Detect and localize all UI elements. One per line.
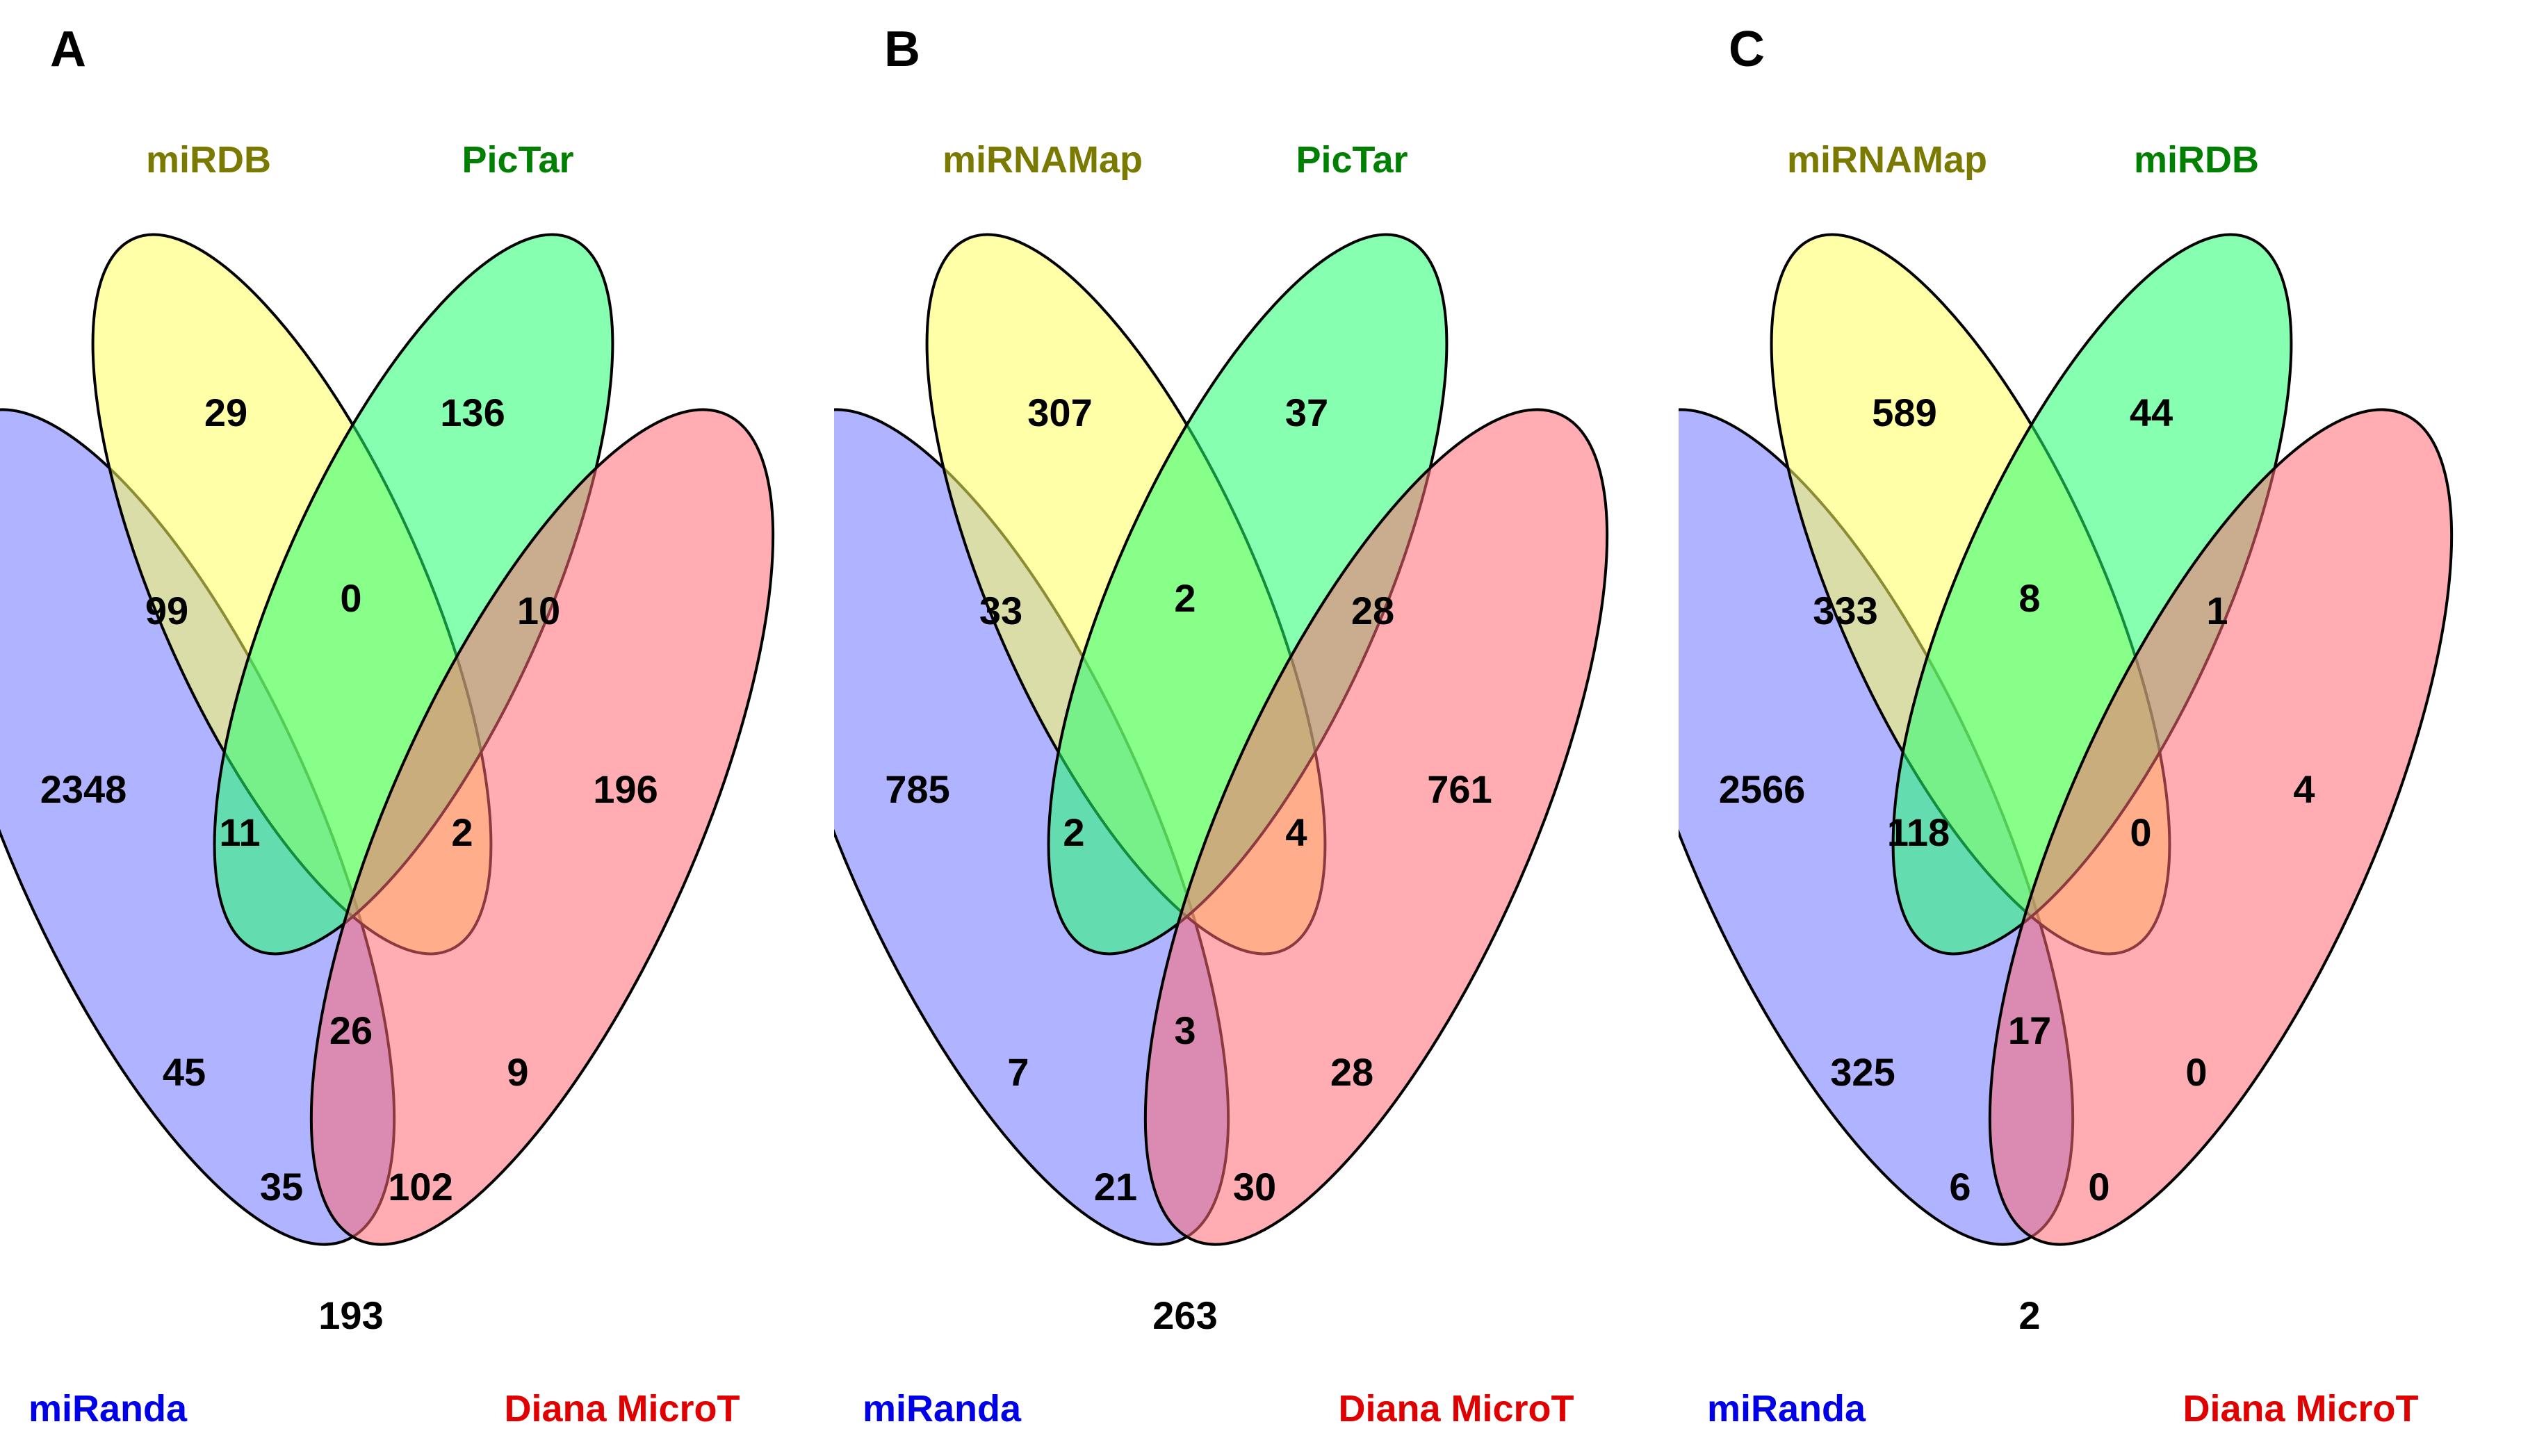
region-count-r1-2-4: 0 [2088,1165,2110,1209]
region-count-r1-2-4: 102 [388,1165,452,1209]
set-label-set3: PicTar [462,139,573,181]
region-count-only2: 29 [204,391,247,434]
region-count-r1-4: 2 [2018,1293,2040,1337]
region-count-r1-2: 33 [979,589,1022,632]
region-count-r1-3-4: 21 [1094,1165,1137,1209]
set-label-set1: miRanda [863,1388,1022,1430]
region-count-r1-2-3-4: 26 [329,1008,373,1052]
region-count-r1-3: 7 [1007,1050,1029,1094]
region-count-r1-2-3: 11 [219,810,260,854]
panel-letter: A [50,22,86,77]
region-count-r2-3: 2 [1174,576,1196,620]
region-count-only2: 589 [1872,391,1936,434]
region-count-r1-3-4: 35 [260,1165,303,1209]
region-count-r1-3: 325 [1830,1050,1895,1094]
region-count-r3-4: 10 [517,589,560,632]
region-count-only2: 307 [1027,391,1092,434]
set-label-set4: Diana MicroT [1338,1388,1574,1430]
region-count-r1-2-3-4: 3 [1174,1008,1196,1052]
region-count-r1-2-4: 30 [1233,1165,1276,1209]
set-label-set4: Diana MicroT [2183,1388,2418,1430]
region-count-r1-3-4: 6 [1949,1165,1971,1209]
set-label-set2: miRNAMap [943,139,1143,181]
region-count-r2-4: 28 [1330,1050,1373,1094]
ellipse-set4 [309,408,775,1246]
region-count-r1-2-3-4: 17 [2008,1008,2051,1052]
region-count-r2-3-4: 0 [2130,810,2151,854]
region-count-r2-4: 0 [2185,1050,2207,1094]
panel-letter: C [1729,22,1765,77]
region-count-r1-3: 45 [163,1050,206,1094]
set-label-set2: miRNAMap [1787,139,1987,181]
set-label-set3: miRDB [2134,139,2259,181]
region-count-r2-3-4: 2 [451,810,473,854]
panel-letter: B [884,22,920,77]
ellipse-set4 [1988,408,2454,1246]
region-count-only3: 136 [440,391,505,434]
region-count-r1-4: 193 [318,1293,383,1337]
set-label-set3: PicTar [1296,139,1408,181]
region-count-r3-4: 1 [2206,589,2228,632]
region-count-r1-2: 333 [1813,589,1877,632]
venn-diagram: miRanda miRNAMap miRDB Diana MicroT 589 44 333… [1679,139,2454,1430]
region-count-r1-2-3: 118 [1887,810,1950,854]
region-count-only4: 196 [593,767,658,811]
region-count-r2-3-4: 4 [1285,810,1307,854]
region-count-only1: 785 [885,767,949,811]
region-count-only1: 2348 [40,767,127,811]
set-label-set1: miRanda [28,1388,188,1430]
region-count-only3: 37 [1285,391,1328,434]
region-count-only3: 44 [2130,391,2173,434]
region-count-r2-3: 8 [2018,576,2040,620]
set-label-set1: miRanda [1707,1388,1866,1430]
ellipse-set4 [1143,408,1609,1246]
set-label-set2: miRDB [146,139,271,181]
region-count-only1: 2566 [1719,767,1806,811]
region-count-r3-4: 28 [1351,589,1394,632]
region-count-only4: 4 [2293,767,2315,811]
region-count-r2-3: 0 [340,576,361,620]
region-count-r1-2-3: 2 [1063,810,1084,854]
region-count-r2-4: 9 [507,1050,528,1094]
region-count-r1-2: 99 [145,589,188,632]
region-count-only4: 761 [1427,767,1492,811]
region-count-r1-4: 263 [1152,1293,1217,1337]
set-label-set4: Diana MicroT [504,1388,740,1430]
